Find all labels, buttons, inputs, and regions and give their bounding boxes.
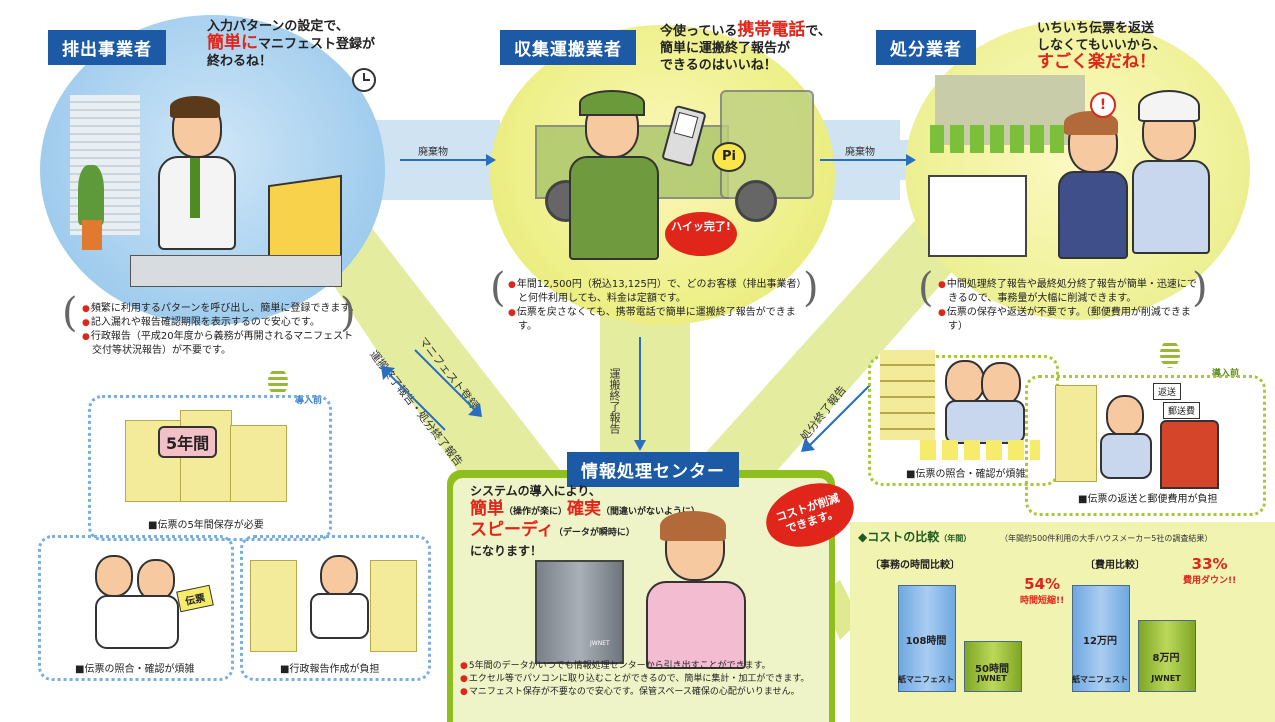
cost-bar-category-label: JWNET — [1151, 674, 1181, 683]
before-left-badge: 導入前 — [295, 396, 323, 406]
worker-with-stack — [1100, 395, 1152, 479]
discharger-paren-right: ) — [340, 290, 356, 336]
clock-icon — [352, 68, 376, 92]
discharger-bullets: 頻繁に利用するパターンを呼び出し、簡単に登録できます。 記入漏れや報告確認期限を… — [82, 302, 362, 358]
cost-note: （年間約500件利用の大手ハウスメーカー5社の調査結果） — [1000, 534, 1213, 543]
cost-bar-fee-0 — [1072, 585, 1130, 692]
transport-done-label: 運搬終了報告 — [608, 368, 621, 434]
driver — [565, 90, 665, 260]
disposer-tag: 処分業者 — [876, 30, 976, 65]
cost-bar-time-0 — [898, 585, 956, 692]
paper-stack-2 — [370, 560, 417, 652]
before-left-caption-1: ■伝票の5年間保存が必要 — [148, 520, 264, 531]
plant — [78, 165, 104, 225]
cost-bar-value-label: 108時間 — [905, 635, 947, 647]
twin-workers — [95, 555, 185, 649]
done-bubble: ハイッ完了! — [665, 212, 737, 256]
collector-bullets: 年間12,500円（税込13,125円）で、どのお客様（排出事業者）と何件利用し… — [508, 278, 808, 334]
tall-slip-stack — [1055, 385, 1097, 482]
server-rack — [535, 560, 624, 664]
boxes-stack-3 — [230, 425, 287, 502]
info-center-tag: 情報処理センター — [567, 452, 739, 487]
time-compare-title: 〔事務の時間比較〕 — [870, 560, 960, 571]
discharger-paren-left: ( — [62, 290, 78, 336]
before-right-box-2 — [1025, 375, 1266, 516]
waste-label-1: 廃棄物 — [418, 147, 448, 158]
cost-bar-category-label: JWNET — [977, 674, 1007, 683]
disposer-paren-left: ( — [918, 265, 934, 311]
info-center-text: システムの導入により、 簡単（操作が楽に）確実（間違いがないように） スピーディ… — [470, 484, 700, 558]
female-worker — [1058, 111, 1128, 259]
fee-compare-title: 〔費用比較〕 — [1085, 560, 1145, 571]
five-years-sign: 5年間 — [158, 426, 218, 458]
fee-reduction-badge: 33% 費用ダウン!! — [1183, 555, 1237, 586]
info-center-bullets: 5年間のデータがいつでも情報処理センターから引き出すことができます。 エクセル等… — [460, 660, 830, 699]
two-helmet-workers — [945, 360, 1025, 444]
disposal-done-arrow — [801, 384, 871, 452]
time-reduction-badge: 54% 時間短縮!! — [1020, 575, 1065, 606]
scattered-slips — [920, 440, 1040, 460]
disposer-paren-right: ) — [1192, 265, 1208, 311]
before-left-caption-2: ■伝票の照合・確認が煩雑 — [75, 664, 195, 675]
disposer-bullets: 中間処理終了報告や最終処分終了報告が簡単・迅速にできるので、事務量が大幅に削減で… — [938, 278, 1198, 334]
busy-worker — [310, 555, 369, 639]
cost-bar-value-label: 50時間 — [975, 663, 1009, 675]
report-back-arrow — [381, 366, 446, 431]
trees — [930, 125, 1080, 153]
plant-pot — [82, 220, 102, 250]
return-tag: 返送 — [1153, 383, 1182, 400]
pi-bubble: Pi — [712, 142, 746, 172]
shelves — [880, 350, 935, 440]
spring-icon-left — [268, 368, 288, 396]
cost-bar-value-label: 8万円 — [1152, 653, 1180, 664]
cost-bar-time-1 — [964, 641, 1022, 692]
before-left-box-top — [88, 395, 332, 541]
discharger-tag: 排出事業者 — [48, 30, 166, 65]
collector-paren-left: ( — [490, 265, 506, 311]
collector-paren-right: ) — [803, 265, 819, 311]
discharger-speech: 入力パターンの設定で、 簡単にマニフェスト登録が 終わるね！ — [207, 19, 376, 69]
mailbox — [1160, 420, 1219, 489]
server-label: JWNET — [590, 640, 610, 647]
before-right-caption-1: ■伝票の照合・確認が煩雑 — [906, 469, 1026, 480]
desk — [130, 255, 342, 287]
disposer-speech: いちいち伝票を返送 しなくてもいいから、 すごく楽だね！ — [1037, 21, 1166, 72]
before-left-caption-3: ■行政報告作成が負担 — [280, 664, 380, 675]
cost-bar-category-label: 紙マニフェスト — [898, 675, 954, 684]
collector-tag: 収集運搬業者 — [500, 30, 636, 65]
waste-label-2: 廃棄物 — [845, 147, 875, 158]
collector-speech: 今使っている携帯電話で、 簡単に運搬終了報告が できるのはいいね！ — [660, 20, 831, 74]
cost-bar-value-label: 12万円 — [1083, 635, 1117, 647]
spring-icon-right — [1160, 340, 1180, 368]
paper-stack-1 — [250, 560, 297, 652]
waste-arrow-1 — [400, 154, 496, 166]
truck-wheel-2 — [735, 180, 777, 222]
waste-arrow-2 — [820, 154, 916, 166]
postage-tag: 郵送費 — [1163, 402, 1201, 419]
cost-title: ◆コストの比較（年間） — [858, 530, 972, 544]
before-left-box-bl — [38, 535, 234, 681]
cost-bar-category-label: 紙マニフェスト — [1072, 675, 1128, 684]
cost-bar-fee-1 — [1138, 620, 1196, 692]
transport-done-arrow — [634, 337, 646, 451]
helmet-worker — [1130, 90, 1210, 254]
office-worker — [150, 96, 240, 250]
operator-woman — [640, 511, 750, 669]
disposer-monitor — [928, 175, 1027, 257]
manifest-arrow — [414, 349, 482, 417]
before-right-caption-2: ■伝票の返送と郵便費用が負担 — [1078, 494, 1218, 505]
before-left-box-br — [240, 535, 431, 681]
before-right-badge: 導入前 — [1212, 369, 1240, 379]
exclamation-bubble: ! — [1090, 92, 1116, 118]
